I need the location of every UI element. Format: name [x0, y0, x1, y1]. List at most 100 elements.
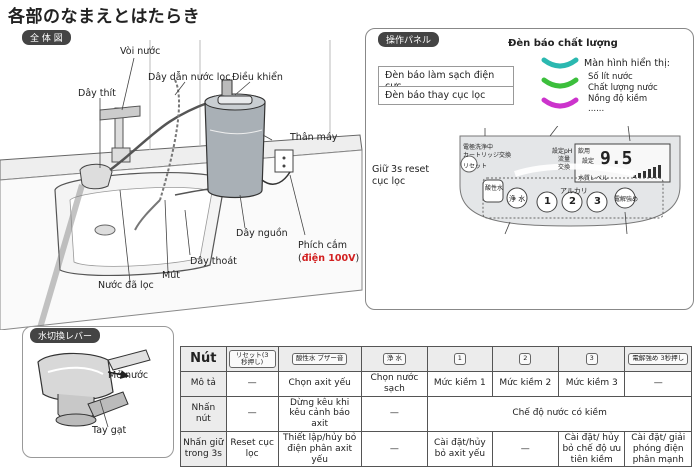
jp-inryo: 飲用: [578, 148, 591, 155]
table-cell: Mức kiềm 3: [558, 371, 626, 397]
device-illustration: [0, 40, 363, 330]
col-nut: Nút: [180, 346, 227, 372]
control-panel-top: [217, 95, 253, 105]
label-day-thoat: Dây thoát: [190, 256, 237, 267]
reset-button-shape: [460, 155, 478, 173]
lcd-value: 9.5: [600, 148, 633, 169]
jp-cartridge: カートリッジ交換: [463, 152, 512, 159]
diverter: [79, 163, 113, 190]
jp-settei: 設定pH: [552, 148, 573, 155]
pure-water-button-icon: 浄 水: [382, 353, 406, 365]
label-mut: Mút: [162, 270, 180, 281]
inset-tag: 水切換レバー: [30, 328, 101, 343]
label-mo-nuoc: Mở nước: [108, 370, 149, 381]
table-cell: —: [225, 395, 279, 432]
jp-denkyoku: 電極洗浄中: [463, 144, 494, 151]
label-day-nguon: Dây nguồn: [236, 228, 288, 239]
lever-handle: [87, 391, 129, 418]
btn-jousui[interactable]: 浄 水: [509, 195, 526, 203]
drain: [94, 224, 116, 236]
table-cell: Cài đặt/ giải phóng điện phân mạnh: [624, 430, 692, 467]
box-den-bao-thay-coc: Đèn báo thay cục lọc: [378, 86, 514, 105]
icon-alk3: 3: [558, 346, 626, 372]
label-giu-3s-1: Giữ 3s reset: [372, 164, 430, 175]
jp-alkali: アルカリ: [560, 187, 588, 195]
table-cell: Thiết lập/hủy bỏ điện phân axit yếu: [277, 430, 362, 467]
lever-illustration: [37, 349, 151, 428]
btn-alk-1[interactable]: 1: [544, 196, 551, 207]
label-voi-nuoc: Vòi nước: [120, 46, 161, 57]
table-row: Nhấn giữ trong 3s Reset cục lọc Thiết lậ…: [180, 430, 692, 467]
icon-strong: 電解強め 3秒押し: [624, 346, 692, 372]
icon-alk2: 2: [491, 346, 560, 372]
btn-denkai[interactable]: 電解強め: [614, 196, 639, 203]
acid-button-shape: [482, 179, 504, 203]
label-dien-100v-wrap: (điện 100V): [298, 253, 360, 264]
label-nong-do: Nồng độ kiềm: [588, 94, 648, 104]
icon-pure: 浄 水: [360, 346, 429, 372]
hose-filtered: [159, 79, 180, 201]
label-day-dan-nuoc-loc: Dây dẫn nước lọc: [148, 72, 231, 83]
btn-alk-3[interactable]: 3: [594, 196, 601, 207]
icon-alk1: 1: [427, 346, 493, 372]
alk3-button-icon: 3: [585, 353, 598, 365]
panel-face: [459, 126, 681, 235]
table-cell-alkaline-mode: Chế độ nước có kiềm: [427, 395, 692, 432]
label-chat-luong: Chất lượng nước: [588, 83, 658, 93]
reset-button-icon: リセット(3秒押し): [228, 349, 276, 369]
table-row: Mô tả — Chọn axit yếu Chọn nước sạch Mức…: [180, 371, 692, 397]
table-cell: Mức kiềm 2: [491, 371, 560, 397]
quality-wave-icons: [541, 57, 579, 109]
alk1-button-shape: [536, 191, 558, 213]
btn-alk-2[interactable]: 2: [569, 196, 576, 207]
label-dien-100v: điện 100V: [301, 253, 356, 264]
table-cell: —: [624, 371, 692, 397]
label-man-hinh: Màn hình hiển thị:: [584, 58, 670, 69]
table-cell: Cài đặt/ hủy bỏ chế độ ưu tiên kiềm: [558, 430, 626, 467]
icon-acid: 酸性水 ブザー音: [277, 346, 362, 372]
wave-green: [541, 77, 579, 89]
hose-in: [109, 100, 211, 171]
strong-button-shape: [614, 187, 636, 209]
wave-magenta: [541, 97, 579, 109]
table-row: Nút リセット(3秒押し) 酸性水 ブザー音 浄 水 1 2 3 電解強め 3…: [180, 346, 692, 372]
label-nuoc-da-loc: Nước đã lọc: [98, 280, 154, 291]
page-title: 各部のなまえとはたらき: [8, 7, 201, 27]
table-cell: Chọn axit yếu: [277, 371, 362, 397]
wave-teal: [541, 57, 579, 69]
power-cord: [261, 171, 291, 185]
row-mota-head: Mô tả: [180, 371, 227, 397]
label-phich-cam: Phích cắm: [298, 240, 347, 251]
label-giu-3s-2: cục lọc: [372, 176, 406, 187]
strong-button-icon: 電解強め 3秒押し: [628, 353, 689, 365]
table-cell: Chọn nước sạch: [360, 371, 429, 397]
icon-reset: リセット(3秒押し): [225, 346, 279, 372]
panel-tag: 操作パネル: [378, 32, 440, 47]
label-den-bao-chat-luong: Đèn báo chất lượng: [508, 38, 618, 49]
alk2-button-shape: [561, 191, 583, 213]
btn-sansei[interactable]: 酸性水: [485, 185, 504, 192]
pure-water-button-shape: [506, 187, 528, 209]
outlet: [274, 149, 294, 173]
label-dieu-khien: Điều khiển: [232, 72, 283, 83]
jp-suishitsu: 水質レベル: [578, 175, 609, 182]
row-giu-head: Nhấn giữ trong 3s: [180, 430, 227, 467]
jp-reset[interactable]: リセット: [463, 163, 488, 170]
alk1-button-icon: 1: [453, 353, 466, 365]
jp-koukan: 交換: [558, 164, 571, 171]
row-nhan-head: Nhấn nút: [180, 395, 227, 432]
label-tay-gat: Tay gạt: [92, 425, 127, 436]
button-table: Nút リセット(3秒押し) 酸性水 ブザー音 浄 水 1 2 3 電解強め 3…: [180, 346, 692, 467]
jp-settei2: 設定: [582, 158, 595, 165]
label-day-thit: Dây thít: [78, 88, 116, 99]
table-cell: Dừng kêu khi kêu cảnh báo axit: [277, 395, 362, 432]
hose-drain: [134, 199, 161, 231]
table-cell: —: [225, 371, 279, 397]
table-cell: Cài đặt/hủy bỏ axit yếu: [427, 430, 493, 467]
alk2-button-icon: 2: [519, 353, 532, 365]
overview-tag: 全 体 図: [22, 30, 71, 45]
label-dots: ......: [588, 104, 605, 114]
table-cell: —: [360, 395, 429, 432]
lever-body: [37, 352, 114, 402]
table-row: Nhấn nút — Dừng kêu khi kêu cảnh báo axi…: [180, 395, 692, 432]
